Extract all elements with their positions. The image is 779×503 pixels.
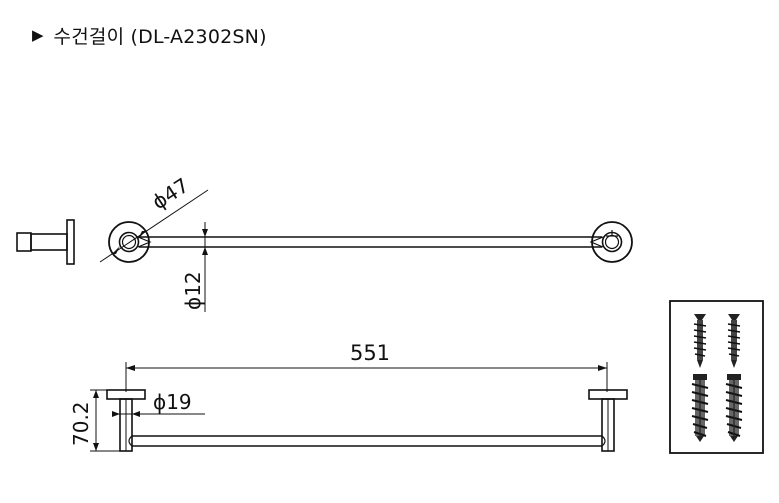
- flange-diameter-dimension: [99, 189, 209, 263]
- right-flange-plate: [588, 389, 628, 400]
- side-profile-view: [16, 219, 75, 265]
- overall-length-label: 551: [350, 341, 390, 365]
- post-diameter-dimension: [112, 411, 205, 417]
- projection-label: 70.2: [69, 401, 93, 446]
- left-flange: [108, 221, 150, 263]
- projection-dimension: [90, 389, 120, 452]
- right-flange: [591, 221, 633, 263]
- top-view: [106, 389, 628, 452]
- bar-diameter-label: ϕ12: [181, 271, 205, 310]
- post-diameter-label: ϕ19: [153, 390, 192, 414]
- flange-diameter-label: ϕ47: [148, 173, 193, 214]
- triangle-marker-icon: ▶: [32, 25, 44, 44]
- front-view: [108, 221, 633, 263]
- title-row: ▶ 수건걸이 (DL-A2302SN): [32, 22, 267, 48]
- screw-icon: [727, 314, 741, 368]
- page-title: 수건걸이 (DL-A2302SN): [53, 25, 267, 48]
- wall-anchor-icon: [725, 374, 743, 442]
- fasteners-box: [669, 300, 764, 454]
- wall-anchor-icon: [691, 374, 709, 442]
- overall-length-dimension: [125, 362, 608, 392]
- bar-diameter-dimension: [198, 222, 212, 312]
- screw-icon: [693, 314, 707, 368]
